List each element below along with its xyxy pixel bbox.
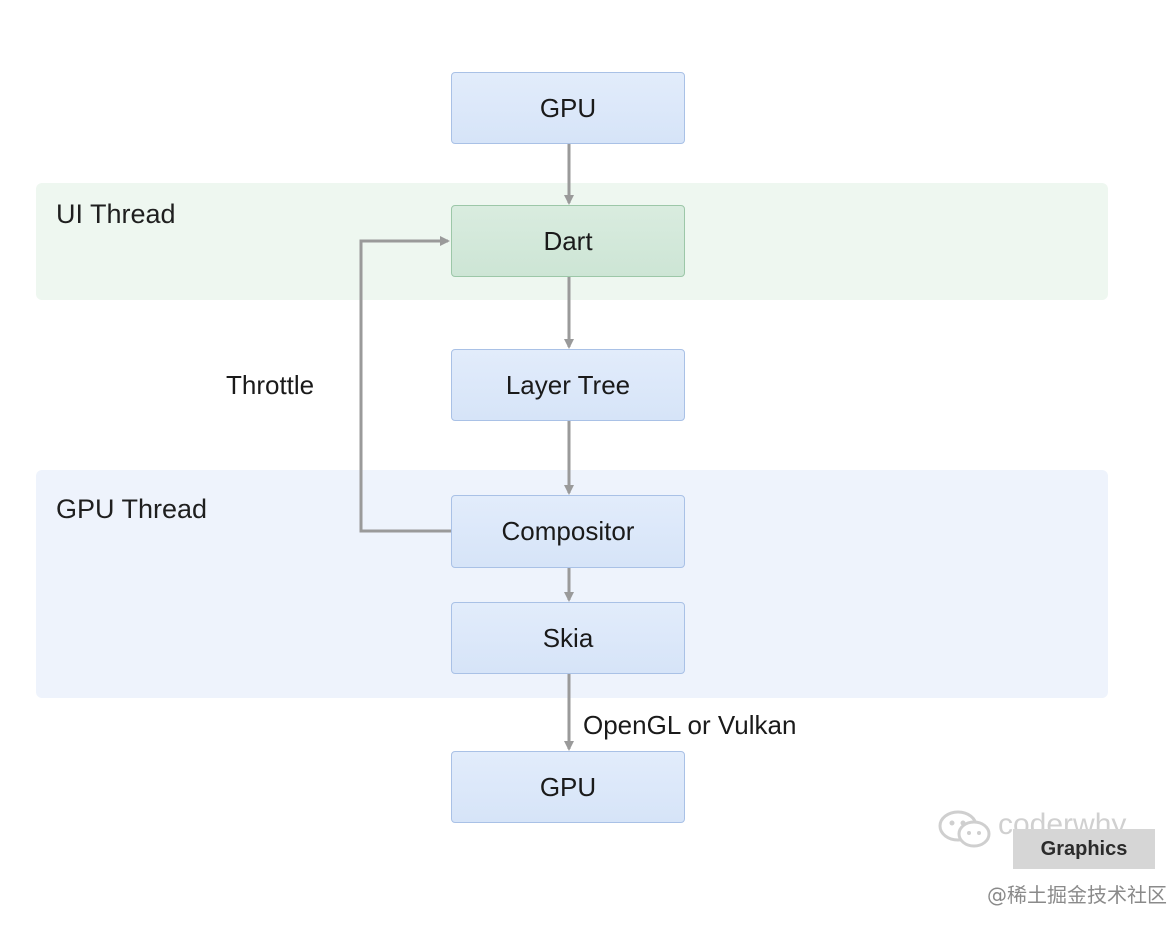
opengl-vulkan-label: OpenGL or Vulkan [583,710,797,740]
dart-node: Dart [451,205,685,277]
watermark-tag: Graphics [1013,829,1155,869]
gpu-top-node: GPU [451,72,685,144]
throttle-label: Throttle [226,370,315,400]
layer-tree-node: Layer Tree [451,349,685,421]
gpu-bottom-node: GPU [451,751,685,823]
gpu-thread-label: GPU Thread [56,494,208,524]
ui-thread-label: UI Thread [56,199,176,229]
arrow-throttle-loop [359,236,451,533]
compositor-node: Compositor [451,495,685,568]
skia-node: Skia [451,602,685,674]
wechat-icon [938,808,994,858]
footer-credit: @稀土掘金技术社区 [987,883,1167,907]
